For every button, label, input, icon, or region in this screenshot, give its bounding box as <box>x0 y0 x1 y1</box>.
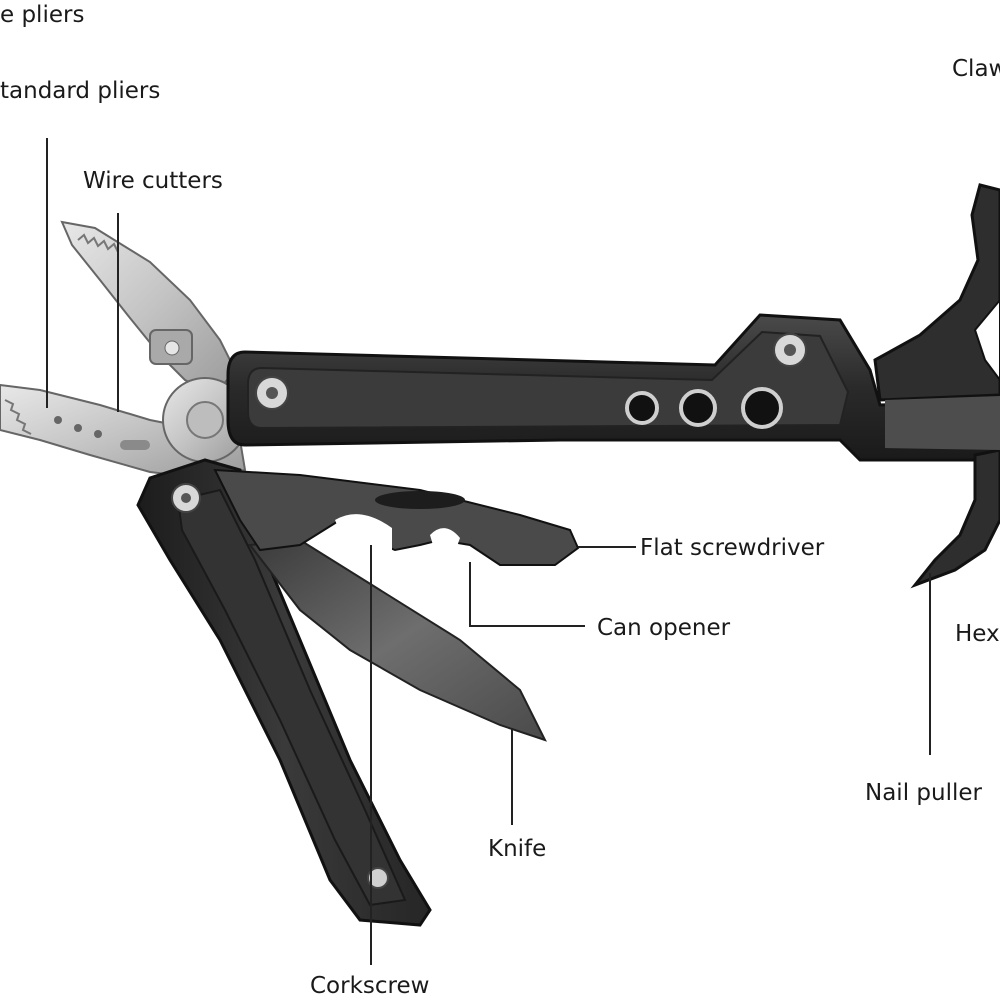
label-corkscrew: Corkscrew <box>310 973 430 999</box>
lower-handle <box>136 458 432 927</box>
label-can-opener: Can opener <box>597 615 731 641</box>
leader-can-opener <box>469 562 585 627</box>
label-claw: Claw <box>952 56 1000 82</box>
knife-blade <box>248 538 547 742</box>
nail-puller-claw <box>910 448 1000 589</box>
hammer-head <box>873 183 1000 589</box>
label-flat-screwdriver: Flat screwdriver <box>640 535 825 561</box>
screw-icon <box>367 867 389 889</box>
label-needle-nose-pliers: e pliers <box>0 2 85 28</box>
label-nail-puller: Nail puller <box>865 780 982 806</box>
leader-lines <box>46 138 931 965</box>
label-standard-pliers: tandard pliers <box>0 78 161 104</box>
label-wire-cutters: Wire cutters <box>83 168 223 194</box>
label-hex: Hex <box>955 621 1000 647</box>
opener-arm <box>213 468 580 566</box>
pliers-jaws <box>0 220 248 480</box>
label-knife: Knife <box>488 836 547 862</box>
upper-jaw <box>60 220 237 397</box>
